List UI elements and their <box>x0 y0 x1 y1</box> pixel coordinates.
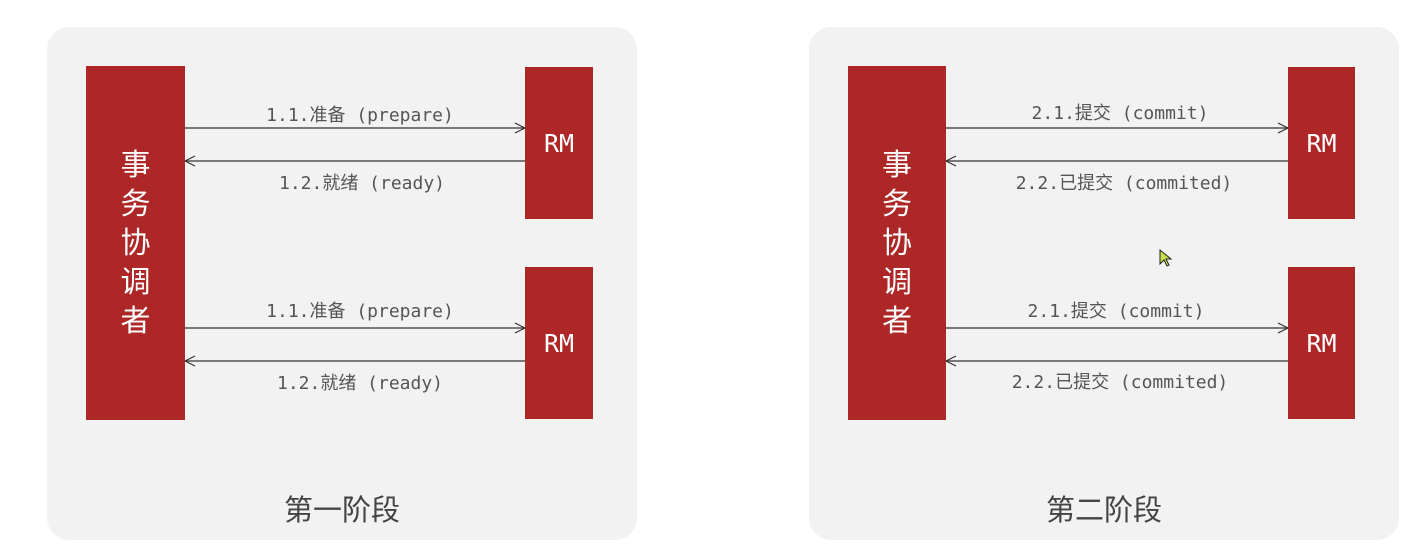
coordinator-label: 事务协调者 <box>882 147 912 339</box>
coordinator-box: 事务协调者 <box>848 66 946 420</box>
rm-label: RM <box>543 328 575 358</box>
rm-box: RM <box>1288 67 1355 219</box>
rm-label: RM <box>1306 128 1337 158</box>
request-label: 2.1.提交 (commit) <box>1027 301 1205 322</box>
request-label: 1.1.准备 (prepare) <box>266 301 454 322</box>
request-label: 1.1.准备 (prepare) <box>266 105 454 126</box>
response-label: 2.2.已提交 (commited) <box>1011 372 1229 393</box>
mouse-pointer-icon <box>1159 248 1173 267</box>
response-label: 2.2.已提交 (commited) <box>1015 173 1233 194</box>
coordinator-box: 事务协调者 <box>86 66 185 420</box>
phase-title: 第一阶段 <box>283 493 401 527</box>
phase-title: 第二阶段 <box>1045 493 1163 527</box>
rm-label: RM <box>543 128 575 158</box>
rm-box: RM <box>525 267 593 419</box>
rm-box: RM <box>525 67 593 219</box>
rm-box: RM <box>1288 267 1355 419</box>
request-label: 2.1.提交 (commit) <box>1031 103 1209 124</box>
response-label: 1.2.就绪 (ready) <box>276 373 444 394</box>
response-label: 1.2.就绪 (ready) <box>278 173 446 194</box>
rm-label: RM <box>1306 328 1337 358</box>
coordinator-label: 事务协调者 <box>120 147 151 339</box>
